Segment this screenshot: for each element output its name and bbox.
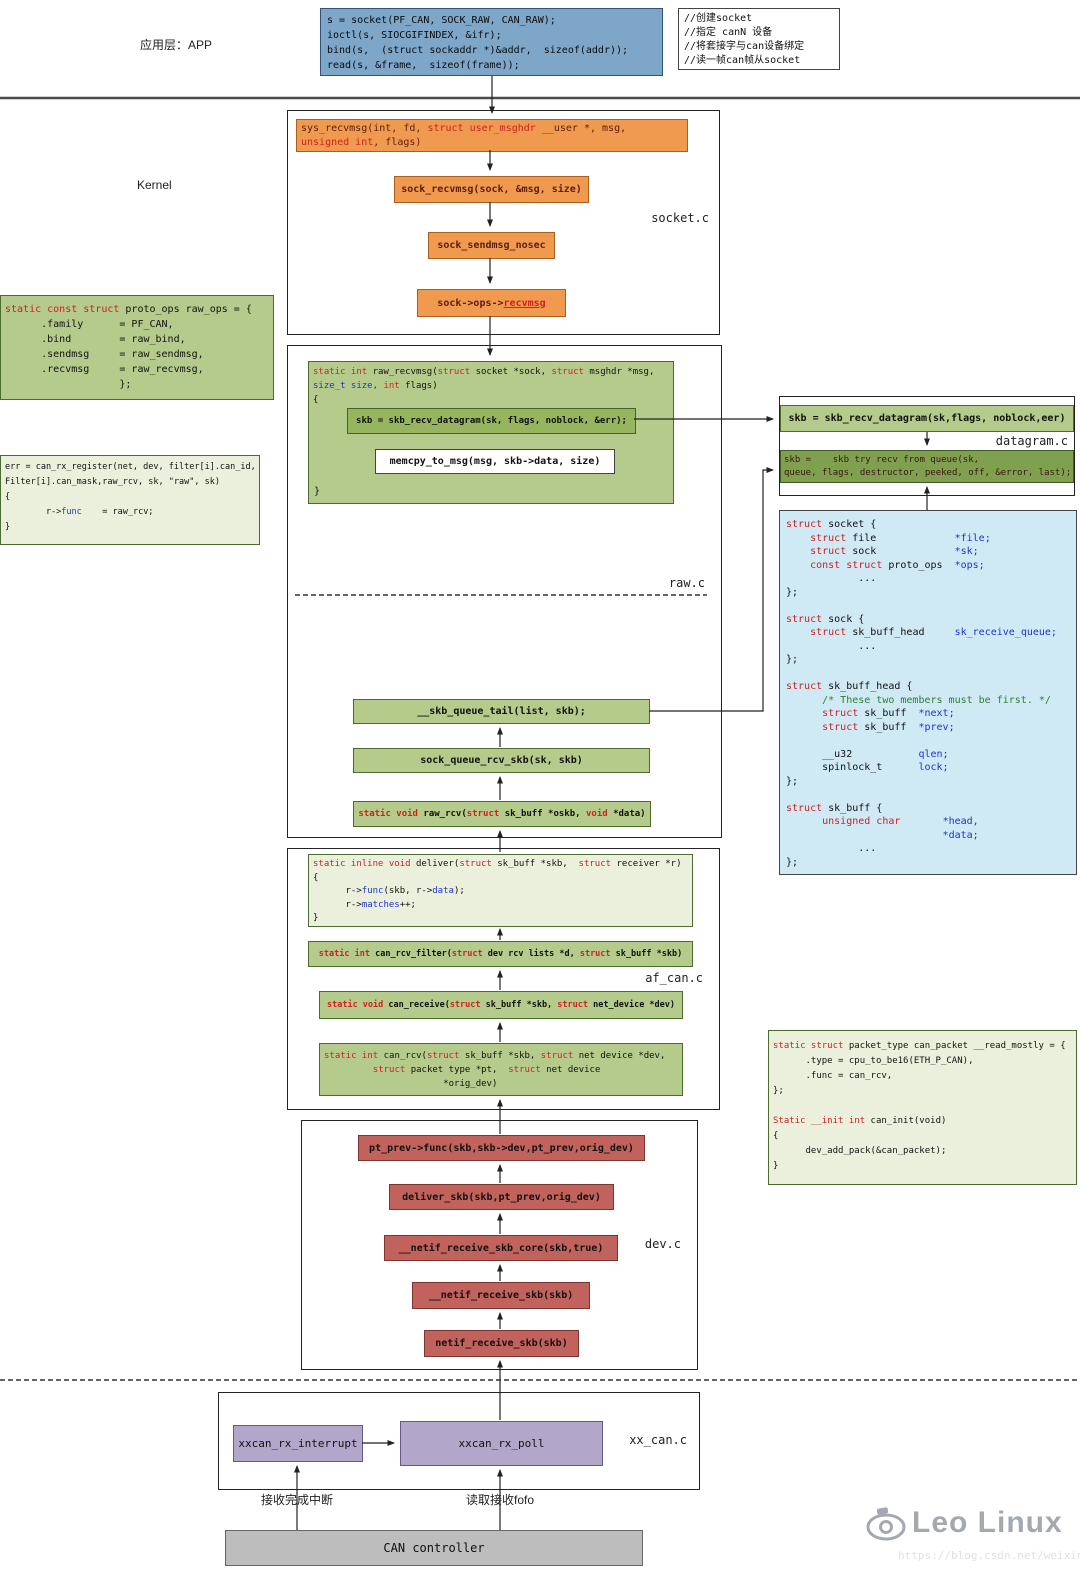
xxcan-rx-interrupt-box: xxcan_rx_interrupt — [233, 1425, 363, 1462]
can-receive-box: static void can_receive(struct sk_buff *… — [319, 991, 683, 1019]
netif-receive-skb-inner-box: __netif_receive_skb(skb) — [412, 1282, 590, 1309]
dev-c-container: dev.c pt_prev->func(skb,skb->dev,pt_prev… — [301, 1120, 698, 1370]
can-rx-register-box: err = can_rx_register(net, dev, filter[i… — [0, 455, 260, 545]
memcpy-to-msg-box: memcpy_to_msg(msg, skb->data, size) — [375, 449, 615, 474]
sock-ops-recvmsg-box: sock->ops->recvmsg — [417, 289, 566, 317]
dev-c-label: dev.c — [644, 1237, 681, 1251]
skb-recv-datagram-call-box: skb = skb_recv_datagram(sk, flags, noblo… — [347, 408, 636, 434]
can-rcv-box: static int can_rcv(struct sk_buff *skb, … — [319, 1043, 683, 1096]
proto-ops-box: static const struct proto_ops raw_ops = … — [0, 295, 274, 400]
sock-recvmsg-box: sock_recvmsg(sock, &msg, size) — [394, 176, 589, 203]
raw-recvmsg-close-brace: } — [314, 486, 321, 497]
raw-recvmsg-signature: static int raw_recvmsg(struct socket *so… — [313, 367, 655, 405]
raw-recvmsg-box: static int raw_recvmsg(struct socket *so… — [308, 361, 674, 504]
deliver-skb-box: deliver_skb(skb,pt_prev,orig_dev) — [389, 1184, 614, 1210]
app-comment-box: //创建socket//指定 canN 设备//将套接字与can设备绑定//读一… — [678, 8, 840, 70]
app-code-box: s = socket(PF_CAN, SOCK_RAW, CAN_RAW);io… — [320, 8, 663, 76]
kernel-structs-box: struct socket { struct file *file; struc… — [779, 510, 1077, 875]
netif-receive-skb-box: netif_receive_skb(skb) — [424, 1330, 579, 1357]
can-controller-box: CAN controller — [225, 1530, 643, 1566]
socket-c-label: socket.c — [651, 211, 709, 225]
netif-receive-skb-core-box: __netif_receive_skb_core(skb,true) — [384, 1235, 618, 1261]
app-layer-label: 应用层：APP — [140, 38, 213, 52]
xx-can-c-container: xx_can.c xxcan_rx_interrupt xxcan_rx_pol… — [218, 1392, 700, 1490]
watermark-brand: Leo Linux — [912, 1506, 1063, 1539]
raw-rcv-box: static void raw_rcv(struct sk_buff *oskb… — [353, 801, 651, 827]
pt-prev-func-box: pt_prev->func(skb,skb->dev,pt_prev,orig_… — [358, 1135, 645, 1161]
skb-queue-tail-box: __skb_queue_tail(list, skb); — [353, 699, 650, 724]
kernel-label: Kernel — [137, 178, 172, 192]
af-can-c-container: af_can.c static inline void deliver(stru… — [287, 848, 720, 1110]
datagram-c-container: skb = skb_recv_datagram(sk,flags, nobloc… — [779, 396, 1075, 496]
raw-c-label: raw.c — [668, 576, 705, 590]
sock-queue-rcv-skb-box: sock_queue_rcv_skb(sk, skb) — [353, 748, 650, 773]
packet-type-box: static struct packet_type can_packet __r… — [768, 1030, 1077, 1185]
datagram-c-label: datagram.c — [995, 434, 1068, 448]
sock-sendmsg-nosec-box: sock_sendmsg_nosec — [428, 232, 555, 259]
watermark-url: https://blog.csdn.net/weixin_42462202 — [898, 1549, 1080, 1562]
irq-caption: 接收完成中断 — [260, 1493, 333, 1507]
deliver-box: static inline void deliver(struct sk_buf… — [308, 854, 693, 927]
camera-icon — [866, 1507, 906, 1541]
fifo-caption: 读取接收fofo — [465, 1493, 535, 1507]
try-recv-from-queue-box: skb = skb try recv from queue(sk,queue, … — [780, 450, 1074, 483]
can-rcv-filter-box: static int can_rcv_filter(struct dev rcv… — [308, 941, 693, 967]
skb-recv-datagram-box: skb = skb_recv_datagram(sk,flags, nobloc… — [780, 405, 1074, 432]
raw-c-container: raw.c static int raw_recvmsg(struct sock… — [287, 345, 722, 838]
xx-can-c-label: xx_can.c — [629, 1433, 687, 1447]
af-can-c-label: af_can.c — [645, 971, 703, 985]
xxcan-rx-poll-box: xxcan_rx_poll — [400, 1421, 603, 1466]
socket-c-container: socket.c sys_recvmsg(int, fd, struct use… — [287, 110, 720, 335]
sys-recvmsg-box: sys_recvmsg(int, fd, struct user_msghdr … — [296, 119, 688, 152]
